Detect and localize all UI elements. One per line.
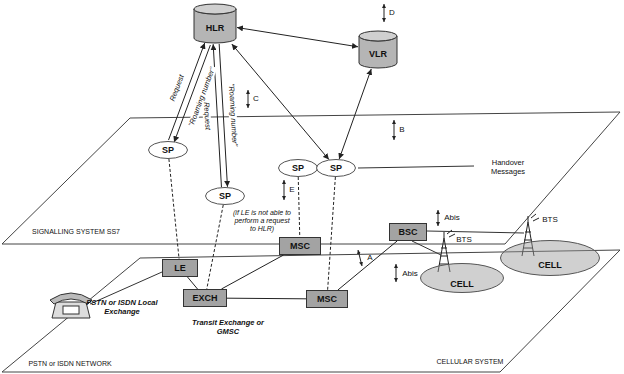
node-label-box: SP (278, 159, 318, 177)
exchange-box: MSC (279, 237, 321, 255)
connector-line (221, 255, 283, 289)
node-label-box: LE (162, 259, 198, 277)
exchange-box: EXCH (183, 289, 227, 307)
text-label: Handover Messages (477, 159, 539, 176)
cell-area: CELL (500, 240, 600, 276)
node-label: BSC (398, 227, 417, 237)
text-label: C (253, 94, 259, 103)
signalling-link (298, 177, 300, 237)
node-label-box: BSC (389, 223, 427, 241)
text-label: SIGNALLING SYSTEM SS7 (32, 228, 120, 236)
exchange-box: MSC (306, 290, 348, 308)
connector-line (339, 69, 371, 159)
node-label: SP (292, 163, 304, 173)
node-label-box: MSC (306, 290, 348, 308)
cell-area: CELL (420, 263, 504, 293)
node-label: MSC (317, 294, 337, 304)
text-label: PSTN or ISDN Local Exchange (86, 299, 158, 316)
text-label: PSTN or ISDN NETWORK (28, 360, 111, 368)
node-note: (if LE is not able to perform a request … (231, 209, 293, 233)
signalling-point: SP(if LE is not able to perform a reques… (205, 187, 245, 205)
node-label-box: SP (205, 187, 245, 205)
node-label: MSC (290, 241, 310, 251)
text-label: A (367, 253, 372, 262)
edge-label: "Roaming number" (228, 82, 239, 147)
node-label: SP (330, 163, 342, 173)
cell-area-outline (500, 240, 600, 276)
node-label-box: HLR (193, 4, 237, 44)
node-label: VLR (369, 49, 387, 59)
text-label: CELLULAR SYSTEM (437, 358, 504, 366)
node-label: CELL (450, 279, 474, 289)
node-label-box: CELL (500, 240, 600, 276)
database-cylinder: VLR (358, 31, 398, 69)
abis-link (427, 231, 524, 233)
text-label: Transit Exchange or GMSC (188, 319, 268, 336)
connector-line (232, 44, 329, 160)
connector-line (219, 44, 227, 187)
text-label: BTS (542, 215, 558, 224)
node-label-box: EXCH (183, 289, 227, 307)
node-label: HLR (206, 23, 225, 33)
text-label: D (389, 8, 395, 17)
controller-box: BSC (389, 223, 427, 241)
text-label: Abis (402, 269, 418, 278)
abis-link (412, 241, 441, 255)
node-label-box: SP (316, 159, 356, 177)
text-label: B (399, 125, 404, 134)
text-label: BTS (456, 235, 472, 244)
node-label: LE (174, 263, 186, 273)
node-label-box: CELL (420, 263, 504, 293)
exchange-box: LE (162, 259, 198, 277)
node-label: SP (162, 145, 174, 155)
signalling-point: SP (278, 159, 318, 177)
telephone-icon (50, 293, 92, 318)
node-label-box: MSC (279, 237, 321, 255)
edge-label: Request (168, 73, 185, 104)
connector-line (237, 28, 358, 47)
connector-line (227, 298, 306, 300)
signalling-point: SP (316, 159, 356, 177)
node-label-box: SP (148, 141, 188, 159)
signalling-link (207, 205, 223, 289)
database-cylinder: HLR (193, 4, 237, 44)
node-label: CELL (538, 260, 562, 270)
signalling-point: SP (148, 141, 188, 159)
text-label: E (289, 185, 294, 194)
node-label: SP (219, 191, 231, 201)
connector-line (338, 241, 397, 290)
handover-leader (358, 166, 474, 168)
edge-label: Request (203, 101, 212, 131)
node-label: EXCH (192, 293, 217, 303)
connector-line (188, 277, 198, 289)
node-label-box: VLR (358, 31, 398, 69)
text-label: Abis (444, 213, 460, 222)
signalling-link (328, 177, 336, 290)
interface-arrow (248, 4, 438, 282)
signalling-link (169, 159, 179, 259)
